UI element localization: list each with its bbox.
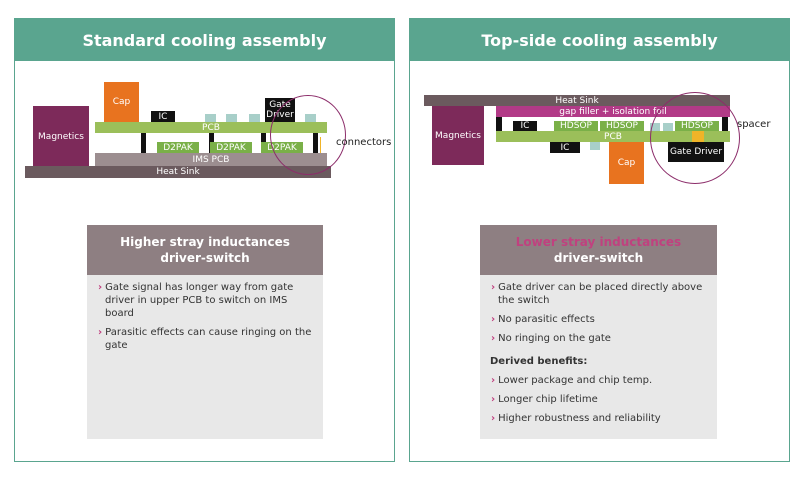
ims-pcb-board: IMS PCB <box>95 153 327 166</box>
heat-sink-block: Heat Sink <box>25 166 331 178</box>
info-bullet-list: ›Gate driver can be placed directly abov… <box>490 281 710 431</box>
component-pad <box>249 114 260 122</box>
panel-title: Standard cooling assembly <box>15 19 394 61</box>
highlight-circle <box>650 92 740 184</box>
cap-block: Cap <box>609 142 644 184</box>
stray-inductance-info-box: Higher stray inductances driver-switch ›… <box>87 225 323 439</box>
info-heading-line2: driver-switch <box>553 251 644 265</box>
panel-title: Top-side cooling assembly <box>410 19 789 61</box>
chevron-right-icon: › <box>491 282 496 293</box>
list-item: ›No ringing on the gate <box>491 333 611 344</box>
info-heading: Lower stray inductances driver-switch <box>480 225 717 275</box>
magnetics-block: Magnetics <box>432 106 484 165</box>
component-pad <box>205 114 216 122</box>
connector-pin <box>141 133 146 153</box>
gap-filler-foil: gap filler + isolation foil <box>496 106 730 117</box>
d2pak-block: D2PAK <box>157 142 199 153</box>
list-item: ›No parasitic effects <box>491 314 595 325</box>
chevron-right-icon: › <box>491 314 496 325</box>
pcb-board: PCB <box>95 122 327 133</box>
hdsop-block: HDSOP <box>554 121 598 131</box>
connectors-label: connectors <box>336 137 392 148</box>
spacer-block <box>496 117 502 131</box>
magnetics-block: Magnetics <box>33 106 89 168</box>
list-item: ›Higher robustness and reliability <box>491 413 661 424</box>
info-bullet-list: ›Gate signal has longer way from gate dr… <box>97 281 317 358</box>
chevron-right-icon: › <box>98 327 103 338</box>
list-item: ›Parasitic effects can cause ringing on … <box>98 327 312 351</box>
info-heading-line1: Lower stray inductances <box>515 235 682 249</box>
chevron-right-icon: › <box>491 333 496 344</box>
list-item: ›Lower package and chip temp. <box>491 375 653 386</box>
standard-cooling-panel: Standard cooling assembly Magnetics Cap … <box>14 18 395 462</box>
top-side-cooling-panel: Top-side cooling assembly Heat Sink gap … <box>409 18 790 462</box>
spacer-label: spacer <box>737 119 771 130</box>
chevron-right-icon: › <box>491 413 496 424</box>
derived-benefits-heading: Derived benefits: <box>490 356 588 367</box>
ic-block: IC <box>550 142 580 153</box>
list-item: ›Gate signal has longer way from gate dr… <box>98 282 294 319</box>
chevron-right-icon: › <box>491 394 496 405</box>
chevron-right-icon: › <box>98 282 103 293</box>
hdsop-block: HDSOP <box>600 121 644 131</box>
chevron-right-icon: › <box>491 375 496 386</box>
ic-block: IC <box>513 121 537 131</box>
list-item: ›Longer chip lifetime <box>491 394 598 405</box>
d2pak-block: D2PAK <box>210 142 252 153</box>
heat-sink-block: Heat Sink <box>424 95 730 106</box>
info-heading: Higher stray inductances driver-switch <box>87 225 323 275</box>
stray-inductance-info-box: Lower stray inductances driver-switch ›G… <box>480 225 717 439</box>
highlight-circle <box>270 95 346 175</box>
component-pad <box>590 142 600 150</box>
ic-block: IC <box>151 111 175 122</box>
component-pad <box>226 114 237 122</box>
info-heading-line1: Higher stray inductances <box>120 235 290 249</box>
info-heading-line2: driver-switch <box>160 251 250 265</box>
cap-block: Cap <box>104 82 139 122</box>
pcb-board: PCB <box>496 131 730 142</box>
list-item: ›Gate driver can be placed directly abov… <box>491 282 703 306</box>
